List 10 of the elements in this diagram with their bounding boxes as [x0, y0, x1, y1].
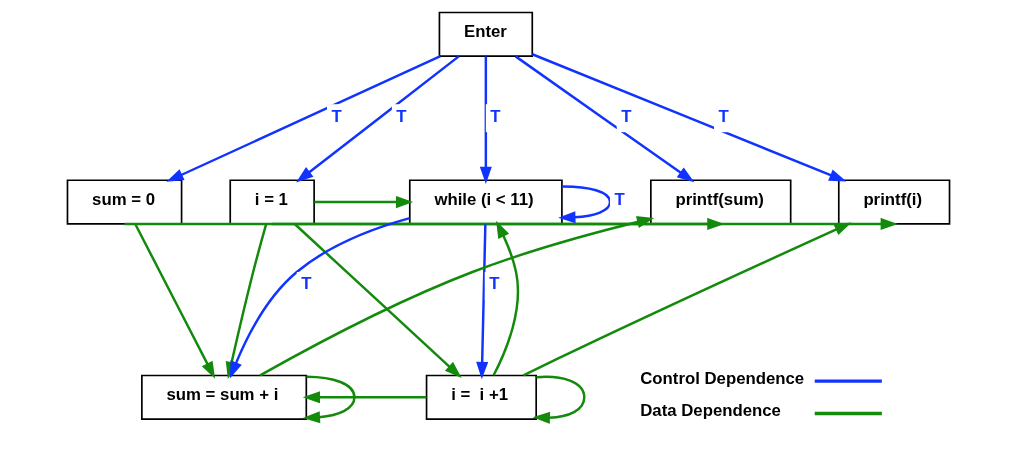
edge-label: T — [331, 106, 342, 126]
edge-label: T — [490, 106, 501, 126]
edge-label: T — [301, 274, 312, 294]
edge-label: T — [489, 274, 500, 294]
edge-label: T — [614, 190, 625, 210]
legend-label: Control Dependence — [640, 368, 805, 388]
edge-label: T — [718, 106, 729, 126]
edge-label: T — [621, 106, 632, 126]
legend-label: Data Dependence — [640, 401, 781, 421]
edge-label: T — [396, 106, 407, 126]
